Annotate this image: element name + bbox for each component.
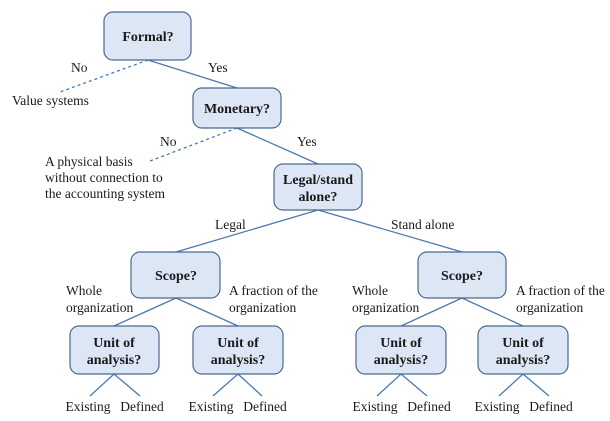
node-unit-3-line-1: Unit of <box>380 336 422 351</box>
label-fraction-right-line-1: A fraction of the <box>516 283 605 298</box>
label-formal-no: No <box>71 60 88 75</box>
leaf-unit-3-defined: Defined <box>407 399 451 414</box>
node-formal: Formal? <box>103 11 192 61</box>
node-formal-line-1: Formal? <box>122 30 173 45</box>
node-unit-3: Unit of analysis? <box>355 325 447 375</box>
leaf-unit-2-existing: Existing <box>188 399 233 414</box>
edge-legal <box>175 209 319 253</box>
outcome-physical-basis-line-1: A physical basis <box>45 154 133 169</box>
node-unit-2-line-1: Unit of <box>217 336 259 351</box>
label-whole-org-left-line-1: Whole <box>66 283 102 298</box>
label-stand-alone: Stand alone <box>391 217 454 232</box>
node-scope-left-line-1: Scope? <box>155 269 197 284</box>
leaf-unit-1-defined: Defined <box>120 399 164 414</box>
node-unit-2: Unit of analysis? <box>192 325 284 375</box>
node-unit-4-line-2: analysis? <box>496 353 550 368</box>
node-unit-4-line-1: Unit of <box>502 336 544 351</box>
node-monetary-line-1: Monetary? <box>204 102 270 117</box>
label-fraction-right-line-2: organization <box>516 300 583 315</box>
label-fraction-left-line-1: A fraction of the <box>229 283 318 298</box>
edge-unit-4-leaves <box>498 373 550 397</box>
node-monetary: Monetary? <box>192 87 282 129</box>
edge-unit-3-leaves <box>376 373 428 397</box>
leaf-unit-3-existing: Existing <box>352 399 397 414</box>
node-legal-stand-line-1: Legal/stand <box>283 173 353 188</box>
edge-scope-right-fraction <box>461 297 524 327</box>
edge-scope-left-fraction <box>175 297 239 327</box>
label-whole-org-right-line-2: organization <box>352 300 419 315</box>
outcome-value-systems: Value systems <box>12 93 89 108</box>
node-unit-1: Unit of analysis? <box>69 325 160 375</box>
edge-formal-no <box>59 59 149 93</box>
connectors <box>59 59 550 397</box>
edge-unit-1-leaves <box>89 373 141 397</box>
label-monetary-yes: Yes <box>297 134 317 149</box>
label-formal-yes: Yes <box>208 60 228 75</box>
leaf-unit-2-defined: Defined <box>243 399 287 414</box>
label-whole-org-right-line-1: Whole <box>352 283 388 298</box>
edge-scope-right-whole <box>400 297 463 327</box>
outcome-physical-basis-line-3: the accounting system <box>45 186 165 201</box>
leaf-unit-4-defined: Defined <box>529 399 573 414</box>
edge-monetary-yes <box>236 127 319 165</box>
node-scope-right: Scope? <box>417 251 507 299</box>
node-legal-stand-line-2: alone? <box>299 190 338 205</box>
node-legal-stand-alone: Legal/stand alone? <box>273 163 363 211</box>
node-unit-4: Unit of analysis? <box>477 325 569 375</box>
leaf-unit-1-existing: Existing <box>65 399 110 414</box>
label-fraction-left-line-2: organization <box>229 300 296 315</box>
edge-unit-2-leaves <box>212 373 263 397</box>
node-unit-2-line-2: analysis? <box>211 353 265 368</box>
node-unit-1-line-1: Unit of <box>93 336 135 351</box>
label-legal: Legal <box>215 217 246 232</box>
node-unit-1-line-2: analysis? <box>87 353 141 368</box>
edge-labels: No Yes No Yes Legal Stand alone Whole or… <box>66 60 605 315</box>
outcome-physical-basis-line-2: without connection to <box>45 170 163 185</box>
edge-formal-yes <box>147 59 238 89</box>
edge-stand-alone <box>317 209 463 253</box>
node-unit-3-line-2: analysis? <box>374 353 428 368</box>
outcomes: Value systems A physical basis without c… <box>12 93 165 201</box>
edge-scope-left-whole <box>113 297 177 327</box>
label-monetary-no: No <box>160 134 177 149</box>
node-scope-left: Scope? <box>130 251 221 299</box>
leaf-labels: Existing Defined Existing Defined Existi… <box>65 399 572 414</box>
leaf-unit-4-existing: Existing <box>474 399 519 414</box>
label-whole-org-left-line-2: organization <box>66 300 133 315</box>
node-scope-right-line-1: Scope? <box>441 269 483 284</box>
